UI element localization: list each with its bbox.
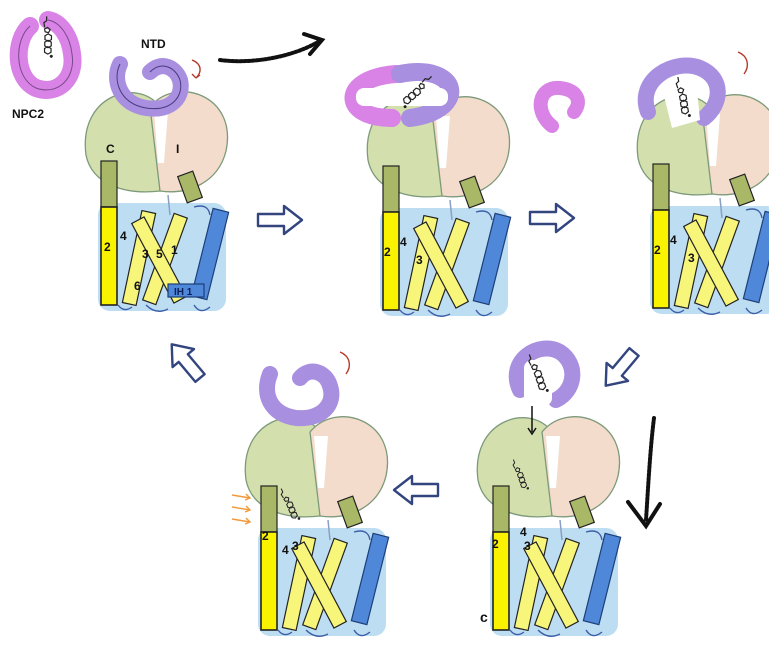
svg-text:2: 2: [492, 537, 499, 551]
svg-text:3: 3: [524, 539, 531, 553]
npc1-state-5: 2 4 3: [231, 351, 390, 638]
npc2-protein: [9, 11, 82, 99]
open-arrow-icon: [528, 202, 576, 234]
helix-5-label: 5: [156, 247, 163, 261]
rotation-arrow-icon: [737, 51, 749, 75]
lipid-entry-arrows: [231, 493, 252, 525]
open-arrow-icon: [593, 341, 646, 396]
brush-arrow-icon: [626, 416, 662, 530]
domain-i-label: I: [176, 142, 179, 156]
svg-text:3: 3: [416, 253, 423, 267]
svg-text:4: 4: [670, 233, 677, 247]
helix-4-label: 4: [120, 229, 127, 243]
ih1-helix: IH 1: [167, 283, 205, 298]
open-arrow-icon: [159, 334, 212, 389]
helix-2-label: 2: [104, 240, 111, 254]
brush-arrow-icon: [218, 32, 326, 64]
npc1-state-1: C I 2 4 3 5 1 6 IH 1: [84, 56, 230, 313]
svg-text:4: 4: [520, 525, 527, 539]
svg-text:2: 2: [262, 529, 269, 543]
npc2-label: NPC2: [12, 107, 44, 121]
svg-text:2: 2: [654, 243, 661, 257]
open-arrow-icon: [392, 474, 440, 506]
domain-c-label: C: [106, 142, 115, 156]
npc1-state-2: 2 4 3: [344, 63, 512, 318]
ih1-label: IH 1: [174, 287, 193, 298]
open-arrow-icon: [256, 204, 304, 236]
helix-3-label: 3: [142, 247, 149, 261]
rotation-arrow-icon: [339, 351, 351, 375]
svg-text:4: 4: [282, 543, 289, 557]
helix-6-label: 6: [134, 279, 141, 293]
svg-text:2: 2: [384, 245, 391, 259]
partial-glyph: c: [480, 609, 488, 625]
svg-text:3: 3: [292, 539, 299, 553]
npc1-state-4: 2 4 3 c: [476, 340, 622, 638]
svg-text:3: 3: [688, 251, 695, 265]
helix-1-label: 1: [171, 243, 178, 257]
ntd-label: NTD: [141, 37, 166, 51]
svg-text:4: 4: [400, 235, 407, 249]
npc1-state-3: 2 4 3: [533, 51, 769, 316]
